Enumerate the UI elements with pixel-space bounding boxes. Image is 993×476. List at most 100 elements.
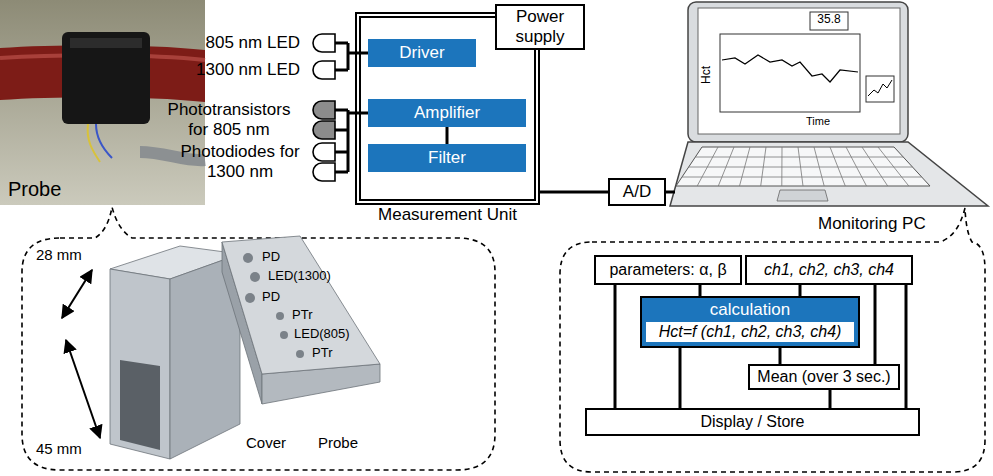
laptop-base: [670, 142, 988, 206]
label-holder: Probe: [318, 434, 358, 451]
inset-plot: [866, 76, 894, 102]
part-label: LED(1300): [268, 269, 331, 284]
connector-line: [446, 127, 449, 144]
dimension-label: 45 mm: [36, 440, 82, 457]
node-text: calculation: [710, 298, 790, 322]
part-label: LED(805): [294, 327, 350, 342]
value-box: [810, 12, 848, 30]
label-holder: PTr: [312, 346, 332, 361]
node-text: Power supply: [501, 7, 579, 46]
connector-line: [679, 348, 682, 408]
led-symbol: [313, 34, 335, 52]
label-holder: LED(805): [294, 327, 350, 342]
connector-line: [799, 285, 802, 296]
process-box: Mean (over 3 sec.): [748, 364, 900, 390]
device-label: Monitoring PC: [818, 214, 926, 234]
sensor-hole: [296, 350, 304, 358]
label-holder: Hct: [700, 66, 714, 84]
node-text: Filter: [428, 148, 466, 168]
connector-line: [699, 285, 702, 296]
connector-line: [779, 348, 782, 364]
laptop-lid: [688, 2, 908, 142]
probe-top: [222, 236, 380, 374]
callout-bubble: [22, 207, 495, 470]
value-label: 35.8: [810, 13, 848, 27]
signal-label: 1300 nm LED: [160, 60, 300, 80]
connector-line: [874, 285, 877, 364]
signal-label: Photodiodes for 1300 nm: [180, 142, 300, 181]
part-label: PTr: [312, 346, 332, 361]
node-text: Amplifier: [414, 103, 480, 123]
callout-bubble: [560, 208, 985, 472]
connector-line: [540, 191, 608, 194]
part-label: PD: [262, 290, 280, 305]
node-text: ch1, ch2, ch3, ch4: [764, 261, 894, 279]
process-box: Amplifier: [368, 99, 526, 127]
connector-line: [614, 285, 617, 408]
node-text: Driver: [399, 43, 444, 63]
process-box: Filter: [368, 144, 526, 172]
sensor-hole: [280, 331, 288, 339]
wire: [335, 110, 368, 172]
photo-label: Probe: [8, 178, 61, 201]
label-holder: 35.8: [810, 13, 848, 27]
connector-line: [829, 390, 832, 408]
phototransistor-symbol: [313, 121, 335, 139]
plot-trace: [722, 55, 858, 82]
photodiode-symbol: [313, 163, 335, 181]
label-holder: 805 nm LED: [160, 33, 300, 53]
label-holder: PD: [262, 290, 280, 305]
phototransistor-symbol: [313, 101, 335, 119]
label-holder: 45 mm: [36, 440, 82, 457]
sensor-hole: [243, 253, 253, 263]
sensor-hole: [250, 272, 260, 282]
part-label: PD: [262, 250, 280, 265]
node-text: Display / Store: [700, 413, 804, 431]
wire: [88, 124, 100, 162]
label-holder: Phototransistors for 805 nm: [158, 100, 300, 139]
dimension-arrow: [62, 270, 92, 318]
node-body-text: Hct=f (ch1, ch2, ch3, ch4): [646, 322, 854, 342]
part-label: PTr: [292, 308, 312, 323]
led-symbol: [313, 61, 335, 79]
sensor-hole: [245, 293, 255, 303]
label-holder: 1300 nm LED: [160, 60, 300, 80]
axis-label: Time: [806, 115, 830, 128]
part-label: Cover: [246, 434, 286, 451]
label-holder: Photodiodes for 1300 nm: [180, 142, 300, 181]
process-box: Driver: [368, 39, 476, 67]
process-box: Power supply: [495, 4, 585, 50]
process-box: ch1, ch2, ch3, ch4: [745, 255, 913, 285]
label-holder: Time: [806, 115, 830, 128]
dimension-label: 28 mm: [36, 246, 82, 263]
plot-frame: [720, 34, 860, 112]
cover-opening: [120, 360, 160, 450]
connector-line: [905, 285, 908, 408]
sensor-hole: [276, 312, 284, 320]
process-box: calculationHct=f (ch1, ch2, ch3, ch4): [640, 296, 860, 348]
wire: [96, 124, 112, 158]
process-box: Display / Store: [585, 408, 920, 436]
keyboard: [676, 147, 930, 186]
label-holder: PD: [262, 250, 280, 265]
photodiode-symbol: [313, 143, 335, 161]
wire: [666, 191, 675, 194]
dimension-arrow: [66, 340, 100, 438]
node-text: Mean (over 3 sec.): [757, 368, 890, 386]
label-holder: Cover: [246, 434, 286, 451]
cover-front: [110, 269, 170, 459]
label-holder: Probe: [8, 178, 61, 201]
axis-label: Hct: [700, 66, 714, 84]
label-holder: 28 mm: [36, 246, 82, 263]
process-box: parameters: α, β: [594, 255, 742, 285]
label-holder: PTr: [292, 308, 312, 323]
node-text: A/D: [623, 182, 651, 202]
touchpad: [777, 190, 828, 201]
process-box: A/D: [608, 178, 666, 206]
signal-label: 805 nm LED: [160, 33, 300, 53]
probe-ridge: [70, 38, 142, 48]
